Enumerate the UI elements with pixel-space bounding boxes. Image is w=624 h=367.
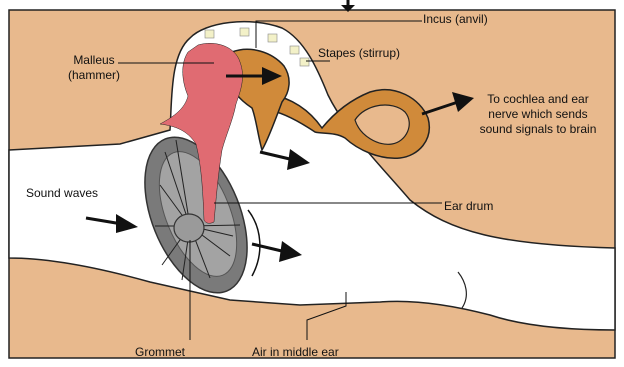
ligament-1 <box>205 30 214 38</box>
ear-drum-label: Ear drum <box>444 199 493 214</box>
ligament-3 <box>268 34 277 42</box>
air-in-middle-ear-label: Air in middle ear <box>252 345 339 360</box>
incus-label: Incus (anvil) <box>423 12 488 27</box>
sound-waves-label: Sound waves <box>26 186 98 201</box>
grommet-shape <box>174 214 204 242</box>
ligament-5 <box>300 58 309 66</box>
grommet-label: Grommet <box>135 345 185 360</box>
cochlea-label: To cochlea and ear nerve which sends sou… <box>478 92 598 137</box>
malleus-label: Malleus (hammer) <box>48 53 140 83</box>
ligament-4 <box>290 46 299 54</box>
stapes-label: Stapes (stirrup) <box>318 46 400 61</box>
ligament-2 <box>240 28 249 36</box>
